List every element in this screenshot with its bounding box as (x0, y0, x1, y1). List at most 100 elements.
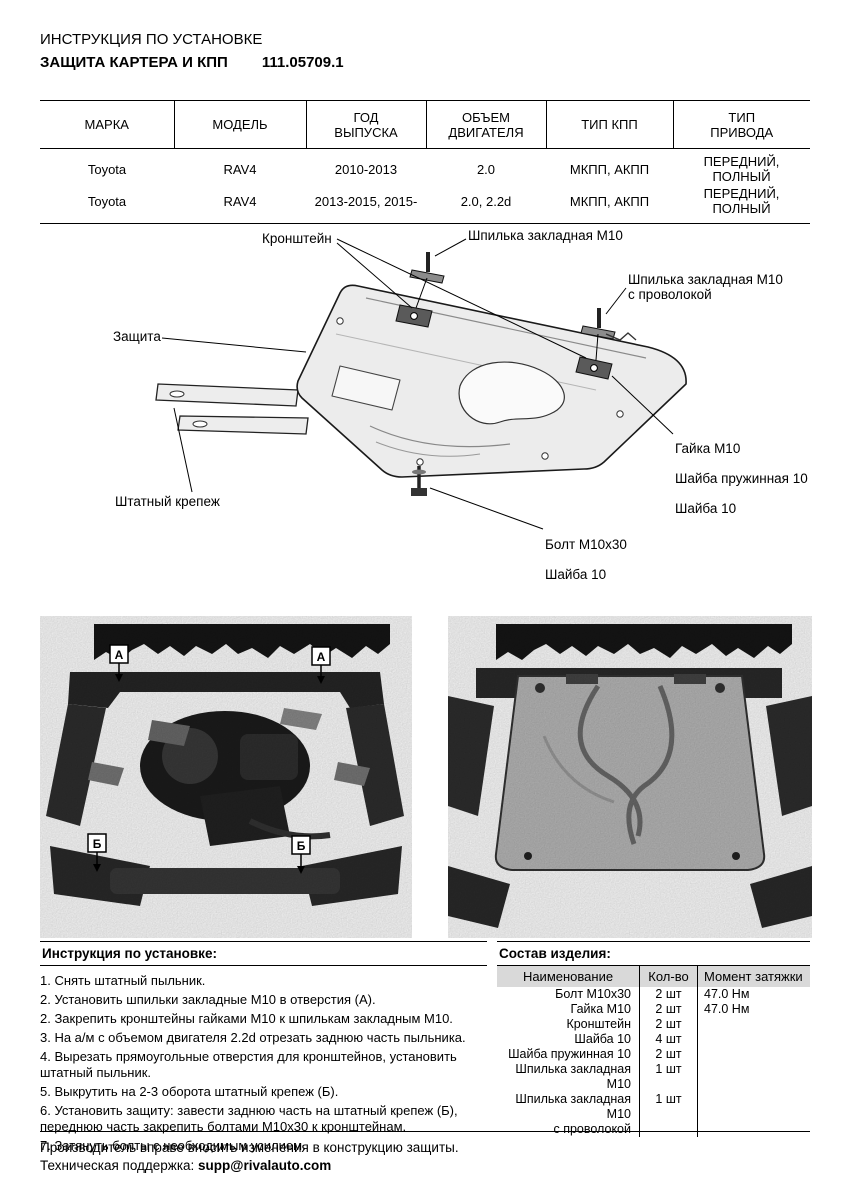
cell-engine: 2.0, 2.2d (426, 185, 546, 224)
support-line: Техническая поддержка: supp@rivalauto.co… (40, 1157, 810, 1175)
part-name: Шайба пружинная 10 (508, 1047, 631, 1061)
part-name: Кронштейн (566, 1017, 631, 1031)
cell-model: RAV4 (223, 161, 257, 177)
spec-header-row: МАРКА МОДЕЛЬ ГОД ВЫПУСКА ОБЪЕМ ДВИГАТЕЛЯ… (40, 100, 810, 149)
list-item: 5. Выкрутить на 2-3 оборота штатный креп… (40, 1084, 339, 1099)
table-row: Toyota RAV4 2013-2015, 2015- 2.0, 2.2d М… (40, 185, 810, 224)
part-torque (697, 1047, 810, 1062)
list-item: 6. Установить защиту: завести заднюю час… (40, 1103, 458, 1134)
cell-drive: ПЕРЕДНИЙ, ПОЛНЫЙ (703, 154, 780, 184)
manufacturer-note: Производитель вправе вносить изменения в… (40, 1140, 459, 1155)
cell-brand: Toyota (87, 161, 127, 177)
cell-brand: Toyota (40, 185, 174, 224)
list-item: 7. Затянуть болты с необходимым усилием. (40, 1138, 306, 1153)
part-name: Болт М10х30 (555, 987, 631, 1001)
bolt-m10x30-icon (411, 466, 427, 496)
part-name: Шайба 10 (574, 1032, 631, 1046)
part-number: 111.05709.1 (261, 54, 344, 71)
support-email[interactable]: supp@rivalauto.com (198, 1158, 332, 1173)
part-name: Шпилька закладная М10 (515, 1092, 631, 1121)
col-header-qty: Кол-во (639, 966, 697, 987)
part-qty: 2 шт (639, 1047, 697, 1062)
cell-year: 2013-2015, 2015- (306, 185, 426, 224)
document-header: ИНСТРУКЦИЯ ПО УСТАНОВКЕ ЗАЩИТА КАРТЕРА И… (40, 30, 344, 73)
cell-drive: ПЕРЕДНИЙ, ПОЛНЫЙ (673, 185, 810, 224)
table-row: Болт М10х30 2 шт 47.0 Нм (497, 987, 810, 1002)
part-torque: 47.0 Нм (697, 987, 810, 1002)
table-row: с проволокой (497, 1122, 810, 1137)
label-stock-fastener: Штатный крепеж (115, 494, 220, 509)
list-item: 1. Снять штатный пыльник. (40, 973, 206, 988)
stud-m10-wire-icon (580, 308, 637, 361)
col-header-part-name: Наименование (522, 969, 614, 984)
table-row: Toyota RAV4 2010-2013 2.0 МКПП, АКПП ПЕР… (40, 149, 810, 186)
photo-underbody-before: А А Б Б (40, 616, 412, 943)
col-header-drive: ТИП ПРИВОДА (672, 100, 810, 149)
part-qty: 2 шт (639, 987, 697, 1002)
svg-text:Б: Б (297, 839, 306, 853)
svg-text:А: А (115, 648, 124, 662)
label-nut: Гайка М10 (675, 441, 741, 456)
cell-gearbox: МКПП, АКПП (546, 185, 673, 224)
doc-title-line2: ЗАЩИТА КАРТЕРА И КПП (40, 54, 228, 71)
part-torque (697, 1122, 810, 1137)
col-header-torque: Момент затяжки (697, 966, 810, 987)
skid-plate-drawing (155, 238, 687, 530)
table-row: Гайка М10 2 шт 47.0 Нм (497, 1002, 810, 1017)
table-row: Кронштейн 2 шт (497, 1017, 810, 1032)
installation-steps-section: Инструкция по установке: 1. Снять штатны… (40, 941, 487, 1157)
stock-fastener-tabs (155, 383, 309, 435)
photo-after-image (448, 616, 812, 938)
doc-title-line1: ИНСТРУКЦИЯ ПО УСТАНОВКЕ (40, 31, 263, 48)
part-name: с проволокой (553, 1122, 631, 1136)
part-torque: 47.0 Нм (697, 1002, 810, 1017)
table-row: Шайба пружинная 10 2 шт (497, 1047, 810, 1062)
document-footer: Производитель вправе вносить изменения в… (40, 1131, 810, 1175)
list-item: 2. Закрепить кронштейны гайками М10 к шп… (40, 1011, 453, 1026)
parts-header-row: Наименование Кол-во Момент затяжки (497, 966, 810, 987)
exploded-diagram: Кронштейн Шпилька закладная М10 Шпилька … (40, 226, 810, 594)
cell-model: RAV4 (174, 185, 306, 224)
list-item: 3. На а/м с объемом двигателя 2.2d отрез… (40, 1030, 466, 1045)
label-nut-group: Гайка М10 Шайба пружинная 10 Шайба 10 (675, 426, 808, 531)
part-torque (697, 1017, 810, 1032)
part-torque (697, 1092, 810, 1122)
label-washer: Шайба 10 (675, 501, 737, 516)
label-spring-washer: Шайба пружинная 10 (675, 471, 808, 486)
label-bolt-washer: Шайба 10 (545, 567, 607, 582)
cell-year: 2010-2013 (334, 161, 398, 177)
marker-b-right: Б (291, 835, 311, 874)
part-qty: 2 шт (639, 1002, 697, 1017)
col-header-model: МОДЕЛЬ (173, 100, 306, 149)
col-header-gearbox: ТИП КПП (545, 100, 673, 149)
list-item: 4. Вырезать прямоугольные отверстия для … (40, 1049, 457, 1080)
marker-b-left: Б (87, 833, 107, 872)
cell-engine: 2.0 (476, 161, 496, 177)
photo-before-image: А А Б Б (40, 616, 412, 938)
label-bolt-group: Болт М10х30 Шайба 10 (545, 522, 627, 597)
vehicle-spec-table: МАРКА МОДЕЛЬ ГОД ВЫПУСКА ОБЪЕМ ДВИГАТЕЛЯ… (40, 100, 810, 224)
col-header-year: ГОД ВЫПУСКА (305, 100, 426, 149)
part-torque (697, 1032, 810, 1047)
col-header-brand: МАРКА (40, 100, 174, 149)
label-bracket: Кронштейн (262, 231, 332, 246)
list-item: 2. Установить шпильки закладные М10 в от… (40, 992, 376, 1007)
part-name: Шпилька закладная М10 (515, 1062, 631, 1091)
label-bolt: Болт М10х30 (545, 537, 627, 552)
marker-a-left: А (109, 644, 129, 682)
label-guard: Защита (113, 329, 161, 344)
marker-a-right: А (311, 646, 331, 684)
part-torque (697, 1062, 810, 1092)
support-label: Техническая поддержка: (40, 1158, 199, 1173)
installation-steps-list: 1. Снять штатный пыльник. 2. Установить … (40, 966, 487, 1154)
col-header-engine: ОБЪЕМ ДВИГАТЕЛЯ (425, 100, 546, 149)
label-stud-wire: Шпилька закладная М10 с проволокой (628, 272, 783, 302)
installation-steps-title: Инструкция по установке: (40, 941, 487, 966)
parts-list-section: Состав изделия: Наименование Кол-во Моме… (497, 941, 810, 1137)
svg-text:Б: Б (93, 837, 102, 851)
part-qty: 1 шт (639, 1092, 697, 1122)
skid-plate (296, 284, 687, 478)
parts-list-title: Состав изделия: (497, 941, 810, 966)
table-row: Шайба 10 4 шт (497, 1032, 810, 1047)
